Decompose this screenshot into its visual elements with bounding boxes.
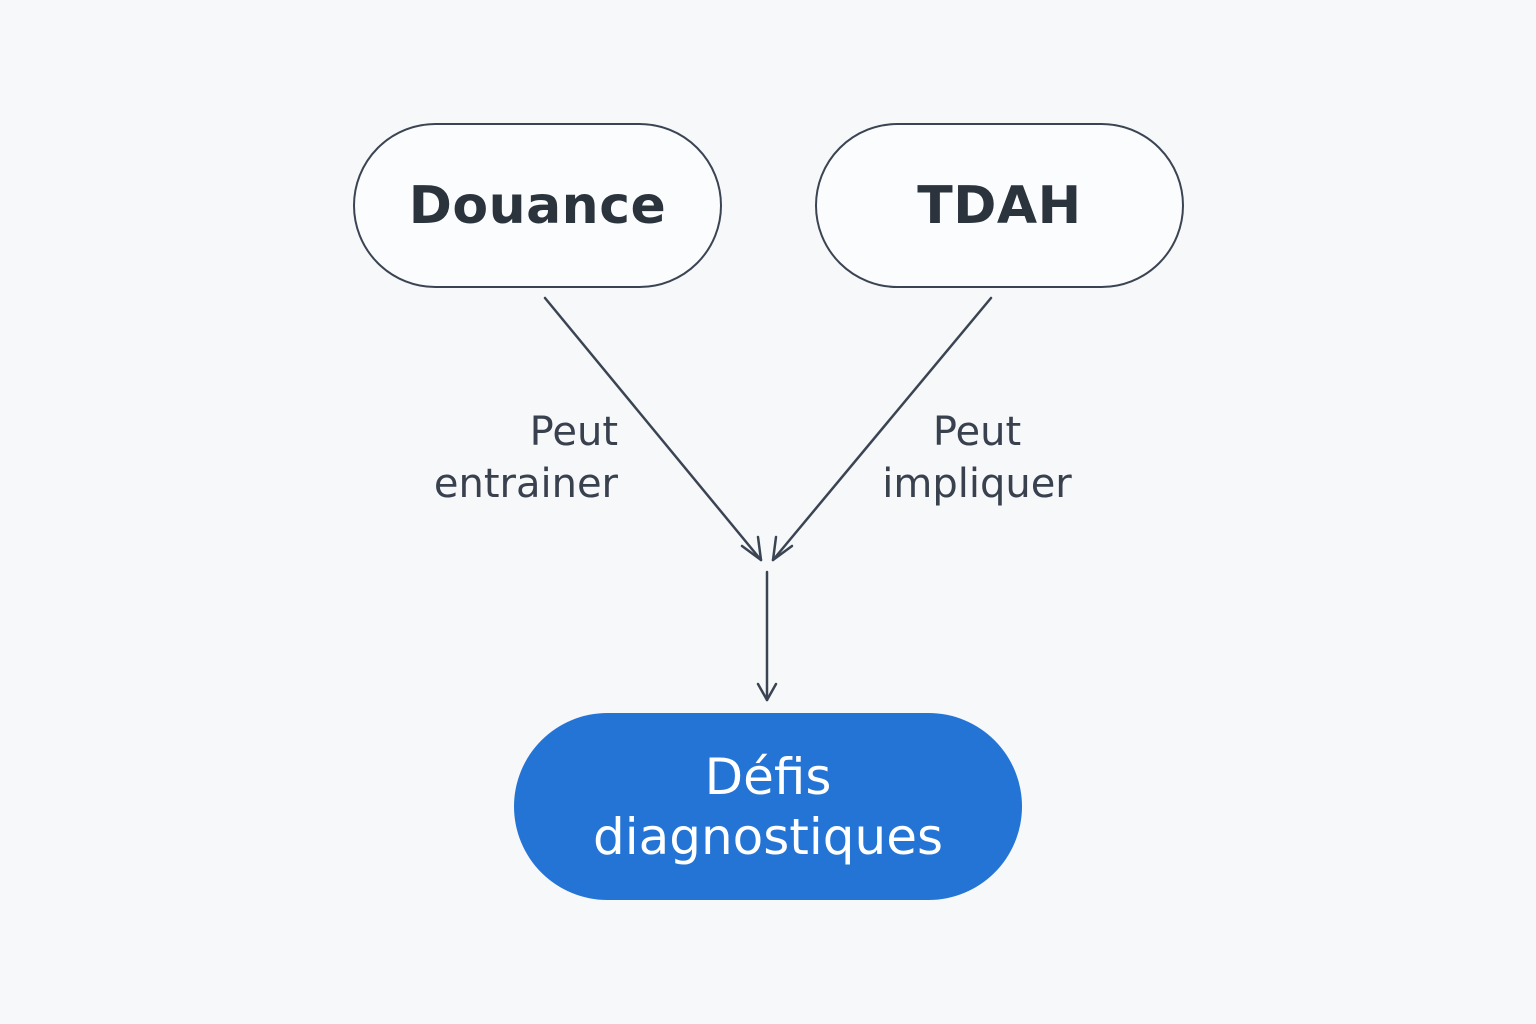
- node-douance: Douance: [353, 123, 722, 288]
- edge-label-tdah-line1: Peut: [932, 409, 1022, 455]
- edge-label-douance: Peut entrainer: [400, 406, 618, 510]
- edge-label-douance-line2: entrainer: [433, 461, 618, 507]
- node-tdah-label: TDAH: [917, 175, 1082, 236]
- edge-label-tdah: Peut impliquer: [872, 406, 1082, 510]
- arrow-douance-to-defis: [543, 296, 763, 562]
- arrowhead-right: [771, 535, 794, 562]
- edge-label-tdah-line2: impliquer: [882, 461, 1072, 507]
- arrowhead-bottom: [756, 682, 778, 702]
- node-defis-line2: diagnostiques: [592, 807, 944, 866]
- node-tdah: TDAH: [815, 123, 1184, 288]
- arrow-tdah-to-defis: [771, 296, 993, 562]
- node-defis-diagnostiques: Défis diagnostiques: [514, 713, 1022, 900]
- arrowhead-left: [740, 535, 763, 562]
- node-defis-line1: Défis: [704, 747, 832, 806]
- node-douance-label: Douance: [408, 175, 667, 236]
- edge-label-douance-line1: Peut: [529, 409, 618, 455]
